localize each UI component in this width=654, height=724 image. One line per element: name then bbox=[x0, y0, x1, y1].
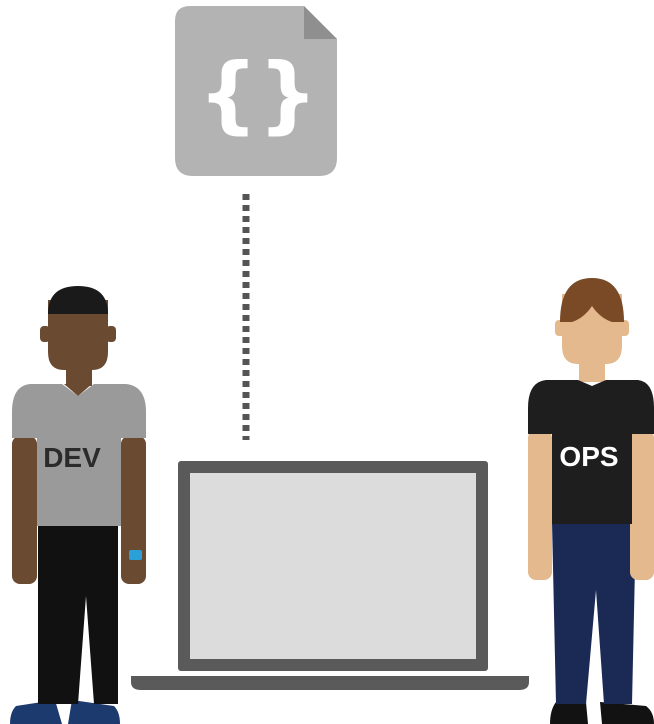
dev-head bbox=[48, 300, 108, 370]
laptop-screen bbox=[190, 473, 476, 659]
dev-watch bbox=[129, 550, 142, 560]
ops-shoe-right bbox=[600, 702, 654, 724]
developer-person-icon: DEV bbox=[10, 286, 146, 724]
operations-person-icon: OPS bbox=[528, 278, 654, 724]
dev-ear-left bbox=[40, 326, 50, 342]
dev-ear-right bbox=[106, 326, 116, 342]
ops-shoe-left bbox=[550, 702, 588, 724]
ops-pants bbox=[552, 522, 636, 704]
ops-shirt-label: OPS bbox=[559, 441, 618, 472]
dev-pants bbox=[38, 524, 118, 704]
ops-shirt bbox=[528, 380, 654, 524]
json-file-icon: {} bbox=[175, 6, 337, 176]
file-fold bbox=[304, 6, 337, 39]
file-braces-glyph: {} bbox=[198, 45, 318, 143]
laptop-base bbox=[131, 676, 529, 690]
ops-arm-left bbox=[528, 430, 552, 580]
dev-arm-left bbox=[12, 436, 37, 584]
laptop-icon bbox=[131, 461, 529, 690]
dev-hair bbox=[48, 286, 108, 314]
ops-hair bbox=[560, 278, 624, 322]
dev-arm-right bbox=[121, 436, 146, 584]
dev-shoe-left bbox=[10, 700, 62, 724]
dev-shoe-right bbox=[68, 700, 120, 724]
ops-arm-right bbox=[630, 430, 654, 580]
dev-collar bbox=[64, 384, 92, 396]
dev-shirt bbox=[12, 384, 146, 526]
dev-shirt-label: DEV bbox=[43, 442, 101, 473]
file-body bbox=[175, 6, 337, 176]
